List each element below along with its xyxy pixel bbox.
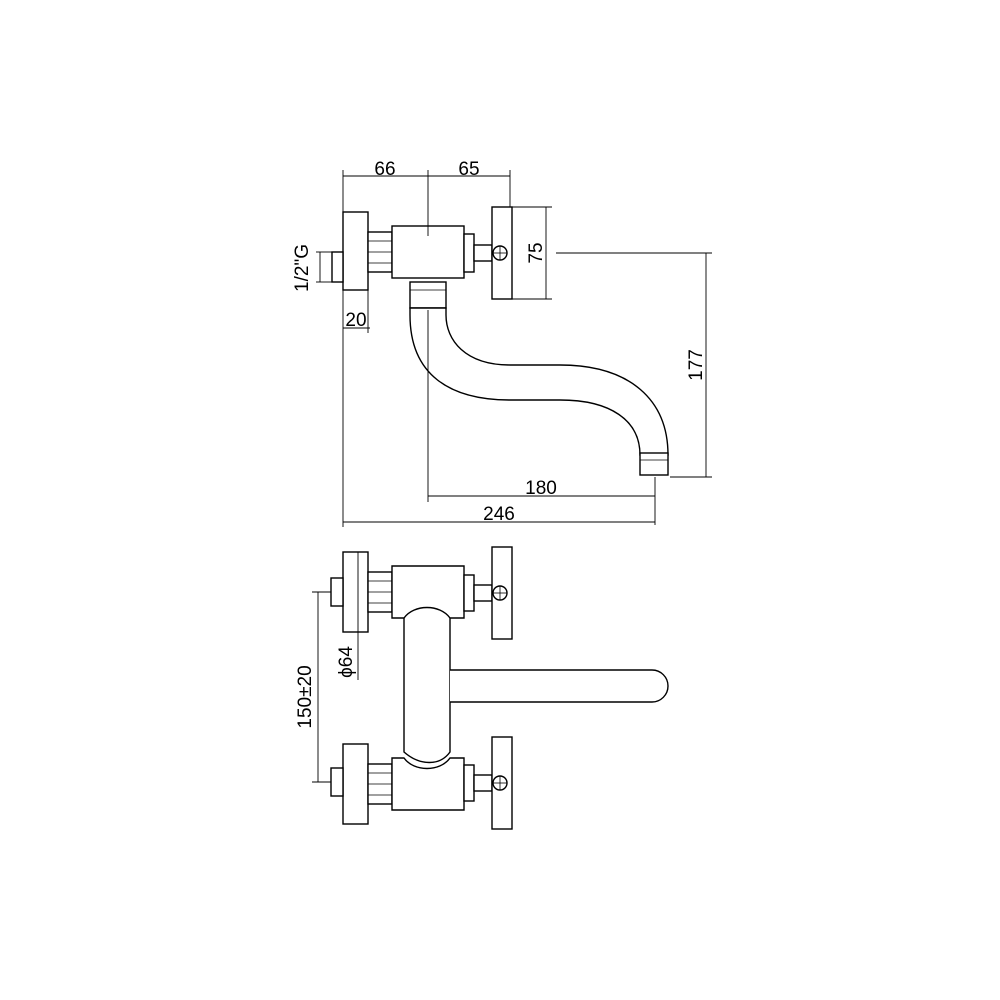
front-vertical-body [403,597,451,764]
front-bottom-flange [342,743,369,825]
dim-75: 75 [526,242,547,263]
front-top-flange [342,551,369,633]
front-view: 150±20 ϕ64 [295,546,669,830]
side-cartridge-collar [463,233,475,273]
side-aerator [639,452,669,476]
side-wall-flange [342,211,369,291]
front-bottom-stub [330,767,344,797]
dim-246: 246 [483,504,515,525]
dim-thread: 1/2"G [292,244,313,292]
front-top-stub [330,577,344,607]
dim-150: 150±20 [295,665,316,728]
dim-177: 177 [686,349,707,381]
dim-66: 66 [374,159,395,180]
side-spout [409,307,669,456]
front-bottom-body [391,757,465,811]
side-view: 66 65 75 1/2"G 20 177 180 246 [292,159,712,527]
front-spout [450,669,669,703]
dim-65: 65 [458,159,479,180]
dim-phi64: ϕ64 [336,646,357,678]
dim-20: 20 [345,310,366,331]
side-spout-collar [409,281,447,309]
front-top-body [391,565,465,619]
side-thread-stub [331,251,344,283]
dim-180: 180 [525,478,557,499]
